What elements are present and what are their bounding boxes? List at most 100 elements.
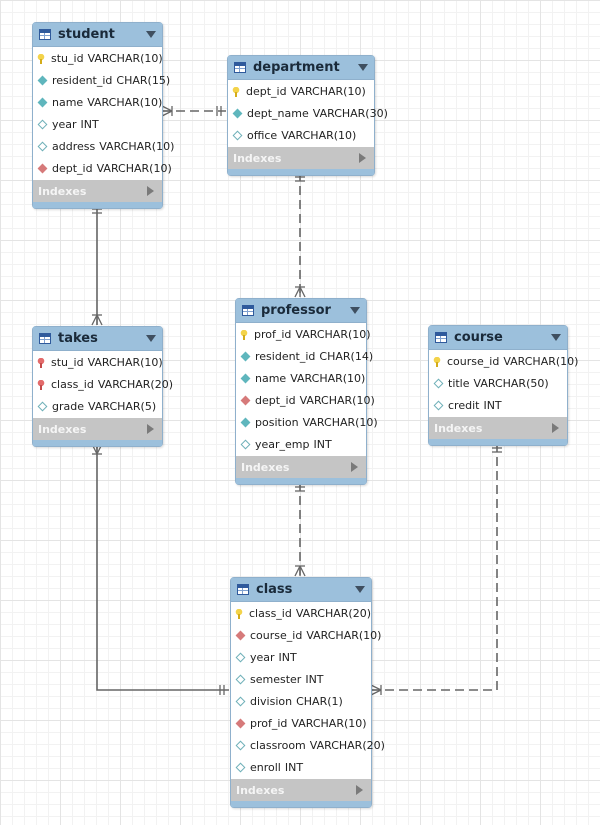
expand-arrow-icon[interactable]	[356, 785, 363, 795]
column-name: dept_id	[246, 84, 287, 98]
column-name: year	[250, 650, 275, 664]
nullable-column-icon	[232, 130, 243, 140]
table-title: class	[256, 582, 293, 597]
column-name: name	[255, 371, 287, 385]
primary-key-icon	[37, 53, 46, 64]
indexes-label: Indexes	[38, 184, 87, 198]
expand-arrow-icon[interactable]	[552, 423, 559, 433]
table-footer	[231, 801, 371, 807]
column-type: INT	[278, 650, 297, 664]
crows-foot-mark	[294, 286, 301, 298]
chevron-down-icon[interactable]	[358, 64, 368, 71]
indexes-section[interactable]: Indexes	[33, 180, 162, 202]
table-header[interactable]: student	[33, 23, 162, 47]
foreign-key-icon	[235, 718, 246, 728]
column-name: resident_id	[255, 349, 316, 363]
indexes-section[interactable]: Indexes	[231, 779, 371, 801]
indexes-section[interactable]: Indexes	[228, 147, 374, 169]
foreign-key-icon	[240, 395, 251, 405]
table-header[interactable]: takes	[33, 327, 162, 351]
column-name: course_id	[250, 628, 303, 642]
chevron-down-icon[interactable]	[355, 586, 365, 593]
crows-foot-mark	[370, 684, 382, 691]
table-footer	[429, 439, 567, 445]
crows-foot-mark	[299, 286, 306, 298]
nullable-column-icon	[240, 439, 251, 449]
not-null-column-icon	[232, 108, 243, 118]
table-header[interactable]: class	[231, 578, 371, 602]
chevron-down-icon[interactable]	[350, 307, 360, 314]
chevron-down-icon[interactable]	[146, 335, 156, 342]
column-type: VARCHAR(5)	[88, 399, 157, 413]
indexes-label: Indexes	[233, 151, 282, 165]
column-name: class_id	[249, 606, 292, 620]
chevron-down-icon[interactable]	[551, 334, 561, 341]
column-name: resident_id	[52, 73, 113, 87]
expand-arrow-icon[interactable]	[359, 153, 366, 163]
column-type: CHAR(1)	[296, 694, 343, 708]
table-icon	[39, 29, 51, 40]
expand-arrow-icon[interactable]	[351, 462, 358, 472]
foreign-key-icon	[235, 630, 246, 640]
column-name: dept_id	[52, 161, 93, 175]
column-type: INT	[80, 117, 99, 131]
expand-arrow-icon[interactable]	[147, 424, 154, 434]
indexes-section[interactable]: Indexes	[33, 418, 162, 440]
column-type: VARCHAR(10)	[87, 355, 163, 369]
indexes-section[interactable]: Indexes	[236, 456, 366, 478]
indexes-section[interactable]: Indexes	[429, 417, 567, 439]
chevron-down-icon[interactable]	[146, 31, 156, 38]
column-type: INT	[483, 398, 502, 412]
column-name: name	[52, 95, 84, 109]
table-header[interactable]: department	[228, 56, 374, 80]
column-type: VARCHAR(10)	[96, 161, 172, 175]
column-type: INT	[284, 760, 304, 774]
column-type: VARCHAR(10)	[299, 393, 375, 407]
column-name: semester	[250, 672, 302, 686]
column-name: prof_id	[254, 327, 292, 341]
table-header[interactable]: professor	[236, 299, 366, 323]
expand-arrow-icon[interactable]	[147, 186, 154, 196]
table-footer	[236, 478, 366, 484]
nullable-column-icon	[235, 762, 246, 772]
nullable-column-icon	[37, 119, 48, 129]
crows-foot-mark	[299, 565, 306, 577]
table-header[interactable]: course	[429, 326, 567, 350]
